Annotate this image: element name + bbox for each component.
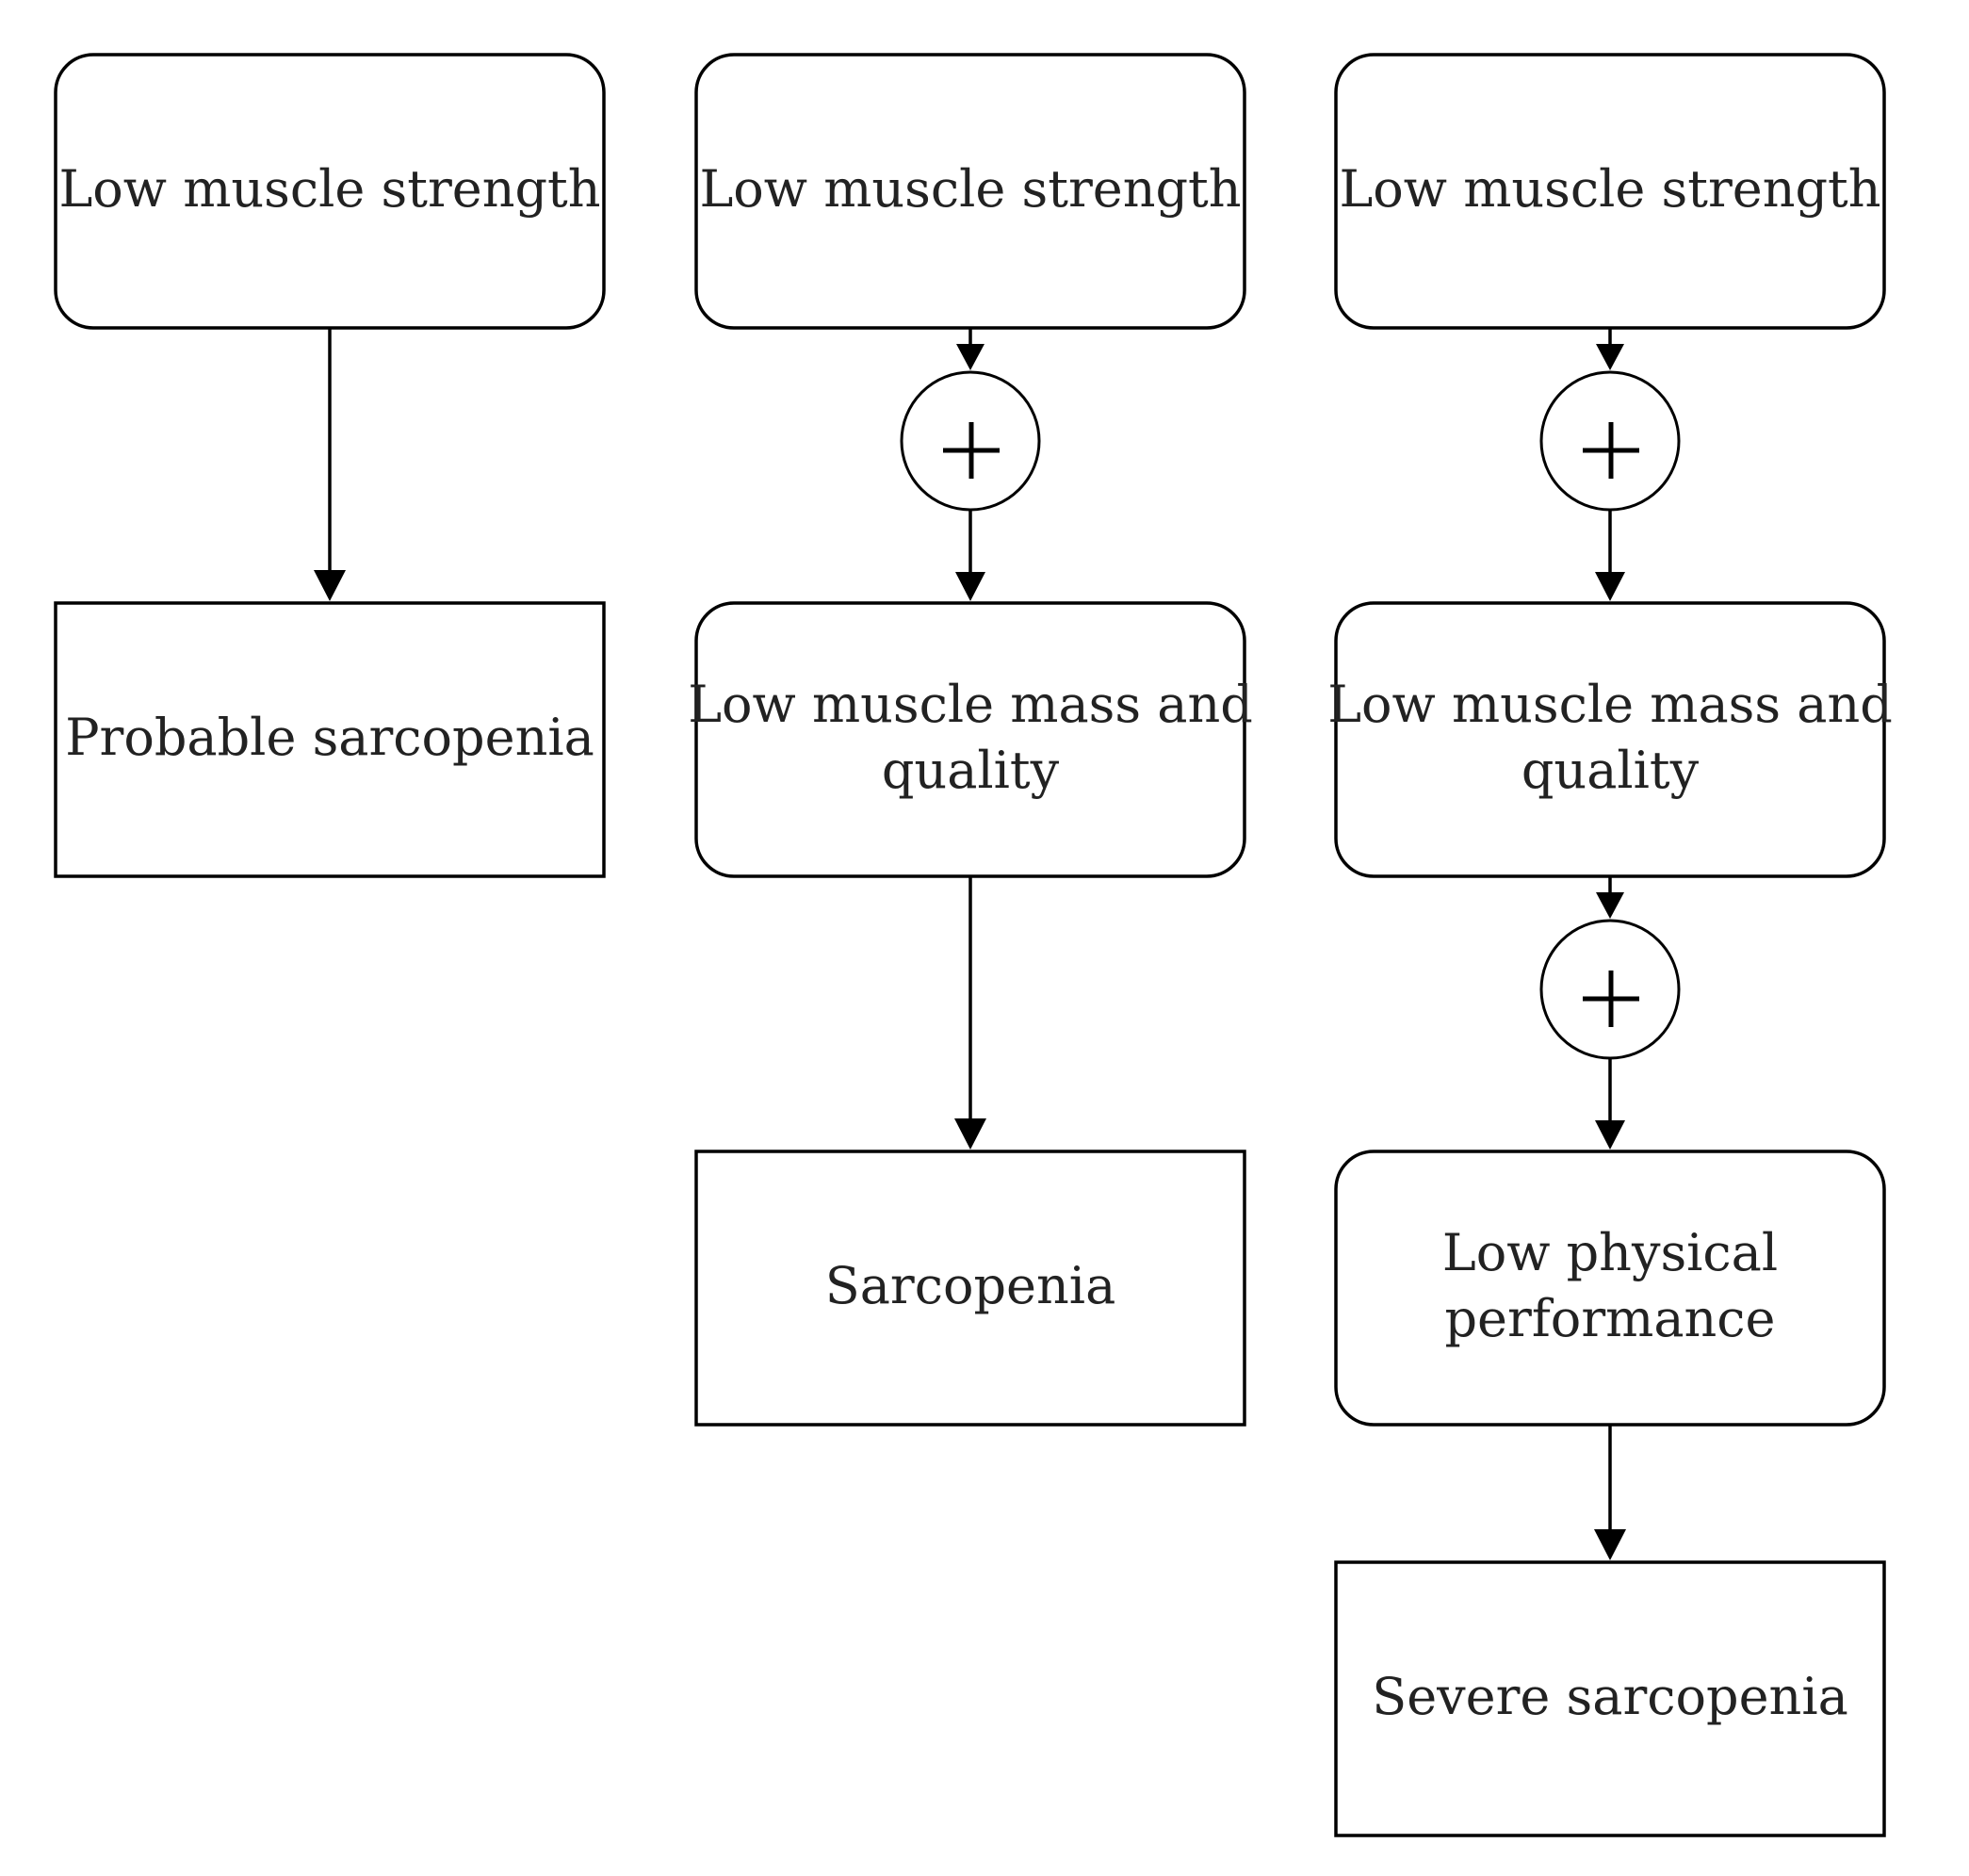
plus-connector xyxy=(1539,370,1681,512)
arrowhead xyxy=(956,344,984,370)
outcome-label: Probable sarcopenia xyxy=(65,708,594,767)
column-3: Low muscle strength Low muscle mass and … xyxy=(1327,53,1893,1837)
column-1-criterion-low-muscle-strength: Low muscle strength xyxy=(54,53,606,330)
column-3-criterion-low-muscle-strength: Low muscle strength xyxy=(1334,53,1886,330)
node-label-line-1: Low muscle mass and xyxy=(688,675,1253,734)
arrowhead xyxy=(1595,1120,1625,1150)
arrowhead xyxy=(955,572,985,601)
plus-icon xyxy=(943,422,1000,479)
column-1: Low muscle strength Probable sarcopenia xyxy=(54,53,606,878)
column-3-outcome-severe-sarcopenia: Severe sarcopenia xyxy=(1334,1560,1886,1837)
arrowhead xyxy=(1594,1529,1626,1560)
plus-icon xyxy=(1583,422,1639,479)
node-label: Low muscle strength xyxy=(1339,159,1880,219)
column-3-criterion-low-muscle-mass-quality: Low muscle mass and quality xyxy=(1327,601,1893,878)
arrowhead xyxy=(314,570,346,601)
column-2-criterion-low-muscle-mass-quality: Low muscle mass and quality xyxy=(688,601,1253,878)
column-2-criterion-low-muscle-strength: Low muscle strength xyxy=(694,53,1246,330)
node-label: Low muscle strength xyxy=(699,159,1241,219)
node-label-line-1: Low muscle mass and xyxy=(1327,675,1893,734)
outcome-label: Sarcopenia xyxy=(825,1256,1116,1315)
arrowhead xyxy=(1596,892,1624,919)
column-2: Low muscle strength Low muscle mass and … xyxy=(688,53,1253,1427)
node-label-line-2: quality xyxy=(1522,741,1700,800)
column-3-criterion-low-physical-performance: Low physical performance xyxy=(1334,1150,1886,1427)
node-label-line-2: performance xyxy=(1444,1289,1775,1348)
plus-icon xyxy=(1583,971,1639,1027)
plus-connector xyxy=(900,370,1041,512)
column-2-outcome-sarcopenia: Sarcopenia xyxy=(694,1150,1246,1427)
outcome-label: Severe sarcopenia xyxy=(1372,1667,1848,1726)
node-label-line-1: Low physical xyxy=(1442,1223,1778,1282)
node-label-line-2: quality xyxy=(882,741,1060,800)
arrowhead xyxy=(1595,572,1625,601)
arrowhead xyxy=(954,1118,986,1150)
arrowhead xyxy=(1596,344,1624,370)
plus-connector xyxy=(1539,919,1681,1060)
column-1-outcome-probable-sarcopenia: Probable sarcopenia xyxy=(54,601,606,878)
node-label: Low muscle strength xyxy=(58,159,600,219)
